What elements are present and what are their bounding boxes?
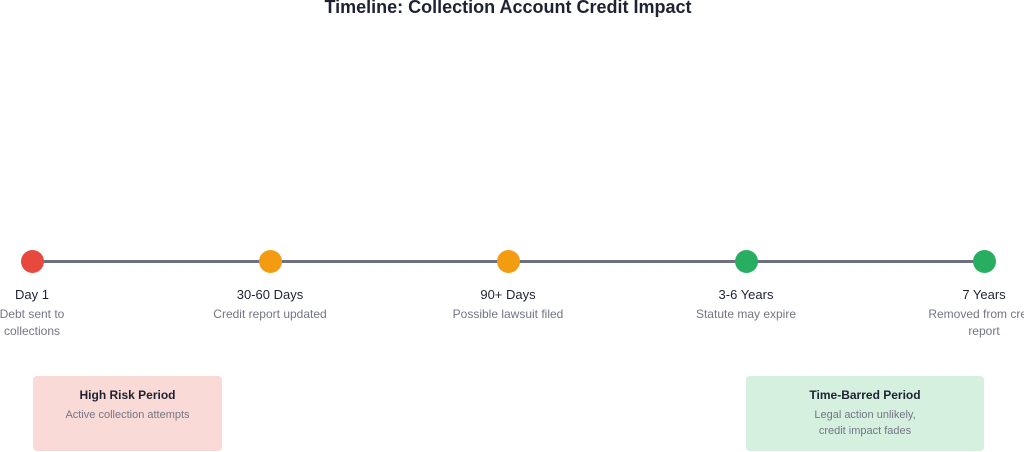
- period-box-high-risk: High Risk Period Active collection attem…: [33, 376, 222, 451]
- event-marker-7-years: [972, 250, 996, 273]
- event-marker-30-60-days: [258, 250, 282, 273]
- event-label-day-1: Day 1: [15, 287, 49, 302]
- event-description-day-1: Debt sent to collections: [0, 307, 65, 338]
- diagram-title: Timeline: Collection Account Credit Impa…: [324, 0, 692, 17]
- period-title-time-barred: Time-Barred Period: [809, 388, 921, 402]
- event-description-90-days: Possible lawsuit filed: [452, 307, 564, 321]
- event-description-3-6-years: Statute may expire: [695, 307, 797, 321]
- event-description-30-60-days: Credit report updated: [213, 307, 327, 321]
- event-label-3-6-years: 3-6 Years: [718, 287, 774, 302]
- event-label-90-days: 90+ Days: [480, 287, 536, 302]
- period-description-high-risk: Active collection attempts: [65, 409, 190, 421]
- event-marker-90-days: [496, 250, 520, 273]
- period-box-time-barred: Time-Barred Period Legal action unlikely…: [746, 376, 984, 451]
- period-title-high-risk: High Risk Period: [79, 388, 176, 402]
- event-description-7-years: Removed from credit report: [928, 307, 1024, 338]
- event-marker-day-1: [20, 250, 44, 273]
- event-marker-3-6-years: [734, 250, 758, 273]
- event-label-7-years: 7 Years: [962, 287, 1006, 302]
- period-description-time-barred: Legal action unlikely, credit impact fad…: [814, 409, 916, 437]
- event-label-30-60-days: 30-60 Days: [236, 287, 304, 302]
